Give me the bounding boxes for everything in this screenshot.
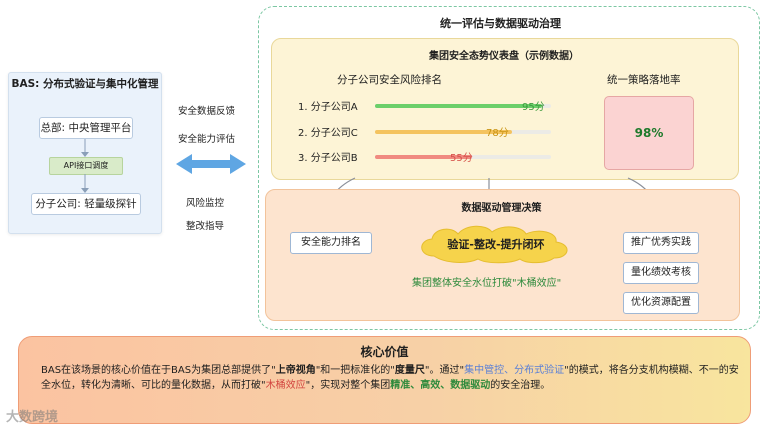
core-text-span: 集中管控、分布式验证: [464, 365, 565, 376]
double-arrow-icon: [176, 154, 246, 174]
rate-title: 统一策略落地率: [607, 74, 681, 86]
rank-bar-track: [375, 104, 551, 108]
rate-card: 98%: [604, 96, 694, 170]
loop-label: 验证-整改-提升闭环: [447, 238, 545, 251]
output-chip: 推广优秀实践: [623, 232, 699, 254]
bas-panel: BAS: 分布式验证与集中化管理 总部: 中央管理平台 API接口调度 分子公司…: [8, 72, 162, 234]
rank-score: 55分: [450, 153, 473, 164]
bas-panel-connectors: [81, 139, 89, 193]
core-text-span: 度量尺: [394, 365, 425, 376]
rank-bar-fill: [375, 155, 472, 159]
core-value-text: BAS在该场景的核心价值在于BAS为集团总部提供了"上帝视角"和一把标准化的"度…: [41, 363, 741, 393]
rank-bar-fill: [375, 104, 543, 108]
rank-score: 78分: [486, 128, 509, 139]
governance-frame: [258, 6, 760, 330]
core-text-span: "，实现对整个集团: [305, 380, 391, 391]
rank-row-label: 2. 分子公司C: [298, 128, 358, 139]
core-text-span: 木桶效应: [265, 380, 306, 391]
output-chip: 量化绩效考核: [623, 262, 699, 284]
rank-bar-fill: [375, 130, 513, 134]
ranking-title: 分子公司安全风险排名: [337, 74, 442, 86]
rank-bar-track: [375, 155, 551, 159]
rank-bar-track: [375, 130, 551, 134]
core-text-span: "和一把标准化的": [315, 365, 395, 376]
dashboard-title: 集团安全态势仪表盘（示例数据）: [429, 51, 579, 62]
core-text-span: BAS在该场景的核心价值在于BAS为集团总部提供了": [41, 365, 276, 376]
api-dispatch-chip: API接口调度: [49, 157, 123, 175]
core-text-span: "。通过": [424, 365, 465, 376]
hq-platform-card: 总部: 中央管理平台: [39, 117, 133, 139]
label-security-feedback: 安全数据反馈: [178, 106, 236, 117]
rank-score: 95分: [522, 102, 545, 113]
governance-frame-title: 统一评估与数据驱动治理: [440, 17, 561, 30]
decision-title: 数据驱动管理决策: [461, 203, 542, 214]
core-text-span: 精准、高效、数据驱动: [390, 380, 491, 391]
bas-panel-title: BAS: 分布式验证与集中化管理: [11, 78, 159, 90]
core-value-title: 核心价值: [360, 345, 409, 359]
core-text-span: "的模式，将各分支机构模糊、不一的安全水位，转化为清晰、可比的量化数据，从而打破…: [41, 365, 739, 391]
subsidiary-probe-card: 分子公司: 轻量级探针: [31, 193, 141, 215]
label-risk-monitoring: 风险监控: [186, 198, 225, 209]
label-capability-assessment: 安全能力评估: [178, 134, 236, 145]
label-remediation-guidance: 整改指导: [186, 221, 225, 232]
capability-ranking-chip: 安全能力排名: [290, 232, 372, 254]
watermark: 大数跨境: [6, 410, 59, 425]
core-value-panel: 核心价值 BAS在该场景的核心价值在于BAS为集团总部提供了"上帝视角"和一把标…: [18, 336, 751, 424]
core-text-span: 上帝视角: [275, 365, 316, 376]
rate-value: 98%: [634, 126, 664, 140]
cloud-icon: [421, 225, 568, 264]
rank-row-label: 3. 分子公司B: [298, 153, 358, 164]
core-text-span: 的安全治理。: [490, 380, 551, 391]
rank-row-label: 1. 分子公司A: [298, 102, 358, 113]
output-chip: 优化资源配置: [623, 292, 699, 314]
barrel-effect-text: 集团整体安全水位打破"木桶效应": [412, 278, 562, 289]
